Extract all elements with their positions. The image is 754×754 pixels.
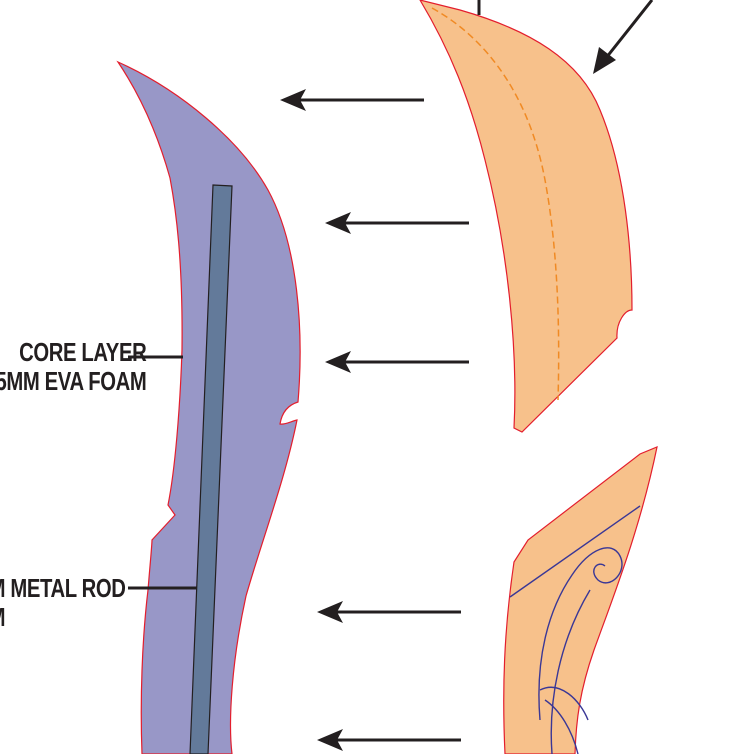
arrow-left-icon (317, 729, 461, 751)
core-layer-label: CORE LAYER 5MM EVA FOAM (0, 338, 146, 396)
metal-rod-label-line1: M METAL ROD (0, 573, 126, 603)
core-layer-label-line2: 5MM EVA FOAM (0, 366, 146, 396)
arrow-left-icon (325, 351, 469, 373)
core-layer-label-line1: CORE LAYER (18, 337, 147, 367)
metal-rod (189, 184, 233, 754)
dashed-seam-line (431, 7, 560, 401)
arrow-left-icon (325, 212, 469, 234)
metal-rod-label-line2: M (0, 603, 126, 632)
arrow-left-icon (280, 89, 424, 111)
engraving-detail (509, 505, 641, 754)
outer-shell-lower (503, 446, 658, 754)
metal-rod-label: M METAL ROD M (0, 574, 126, 632)
arrow-left-icon (317, 601, 461, 623)
arrow-down-left-icon (593, 0, 654, 74)
outer-shell-upper (419, 0, 633, 433)
